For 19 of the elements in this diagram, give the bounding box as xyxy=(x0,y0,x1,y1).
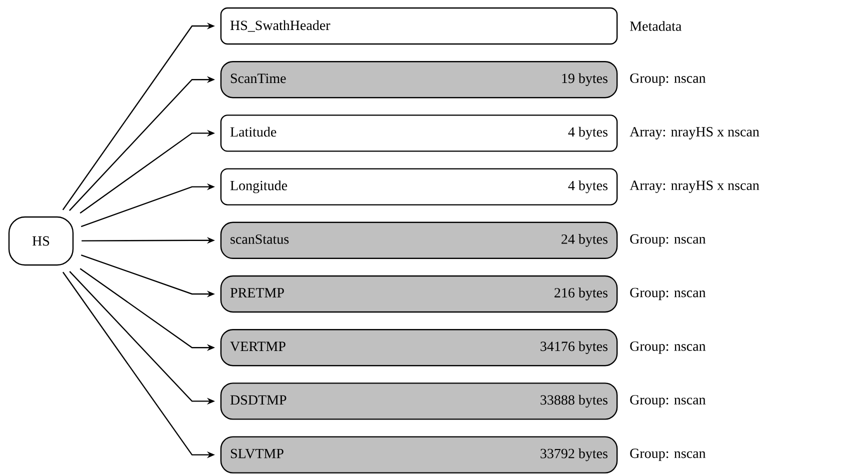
root-node: HS xyxy=(8,216,74,266)
field-box: DSDTMP 33888 bytes xyxy=(220,382,618,420)
description-label: Group: nscan xyxy=(630,448,706,461)
metadata-box: Latitude 4 bytes xyxy=(220,114,618,152)
field-box: SLVTMP 33792 bytes xyxy=(220,436,618,474)
description-label: Group: nscan xyxy=(630,234,706,246)
field-box: VERTMP 34176 bytes xyxy=(220,328,618,366)
field-box: PRETMP 216 bytes xyxy=(220,275,618,313)
metadata-box: Longitude 4 bytes xyxy=(220,168,618,206)
description-label: Group: nscan xyxy=(630,73,706,86)
metadata-box: HS_SwathHeader xyxy=(220,7,618,45)
description-label: Array: nrayHS x nscan xyxy=(630,180,760,193)
description-label: Metadata xyxy=(630,21,682,31)
description-label: Group: nscan xyxy=(630,395,706,408)
field-box: ScanTime 19 bytes xyxy=(220,61,618,98)
description-label: Array: nrayHS x nscan xyxy=(630,127,760,140)
description-label: Group: nscan xyxy=(630,341,706,354)
field-box: scanStatus 24 bytes xyxy=(220,222,618,259)
description-label: Group: nscan xyxy=(630,288,706,300)
